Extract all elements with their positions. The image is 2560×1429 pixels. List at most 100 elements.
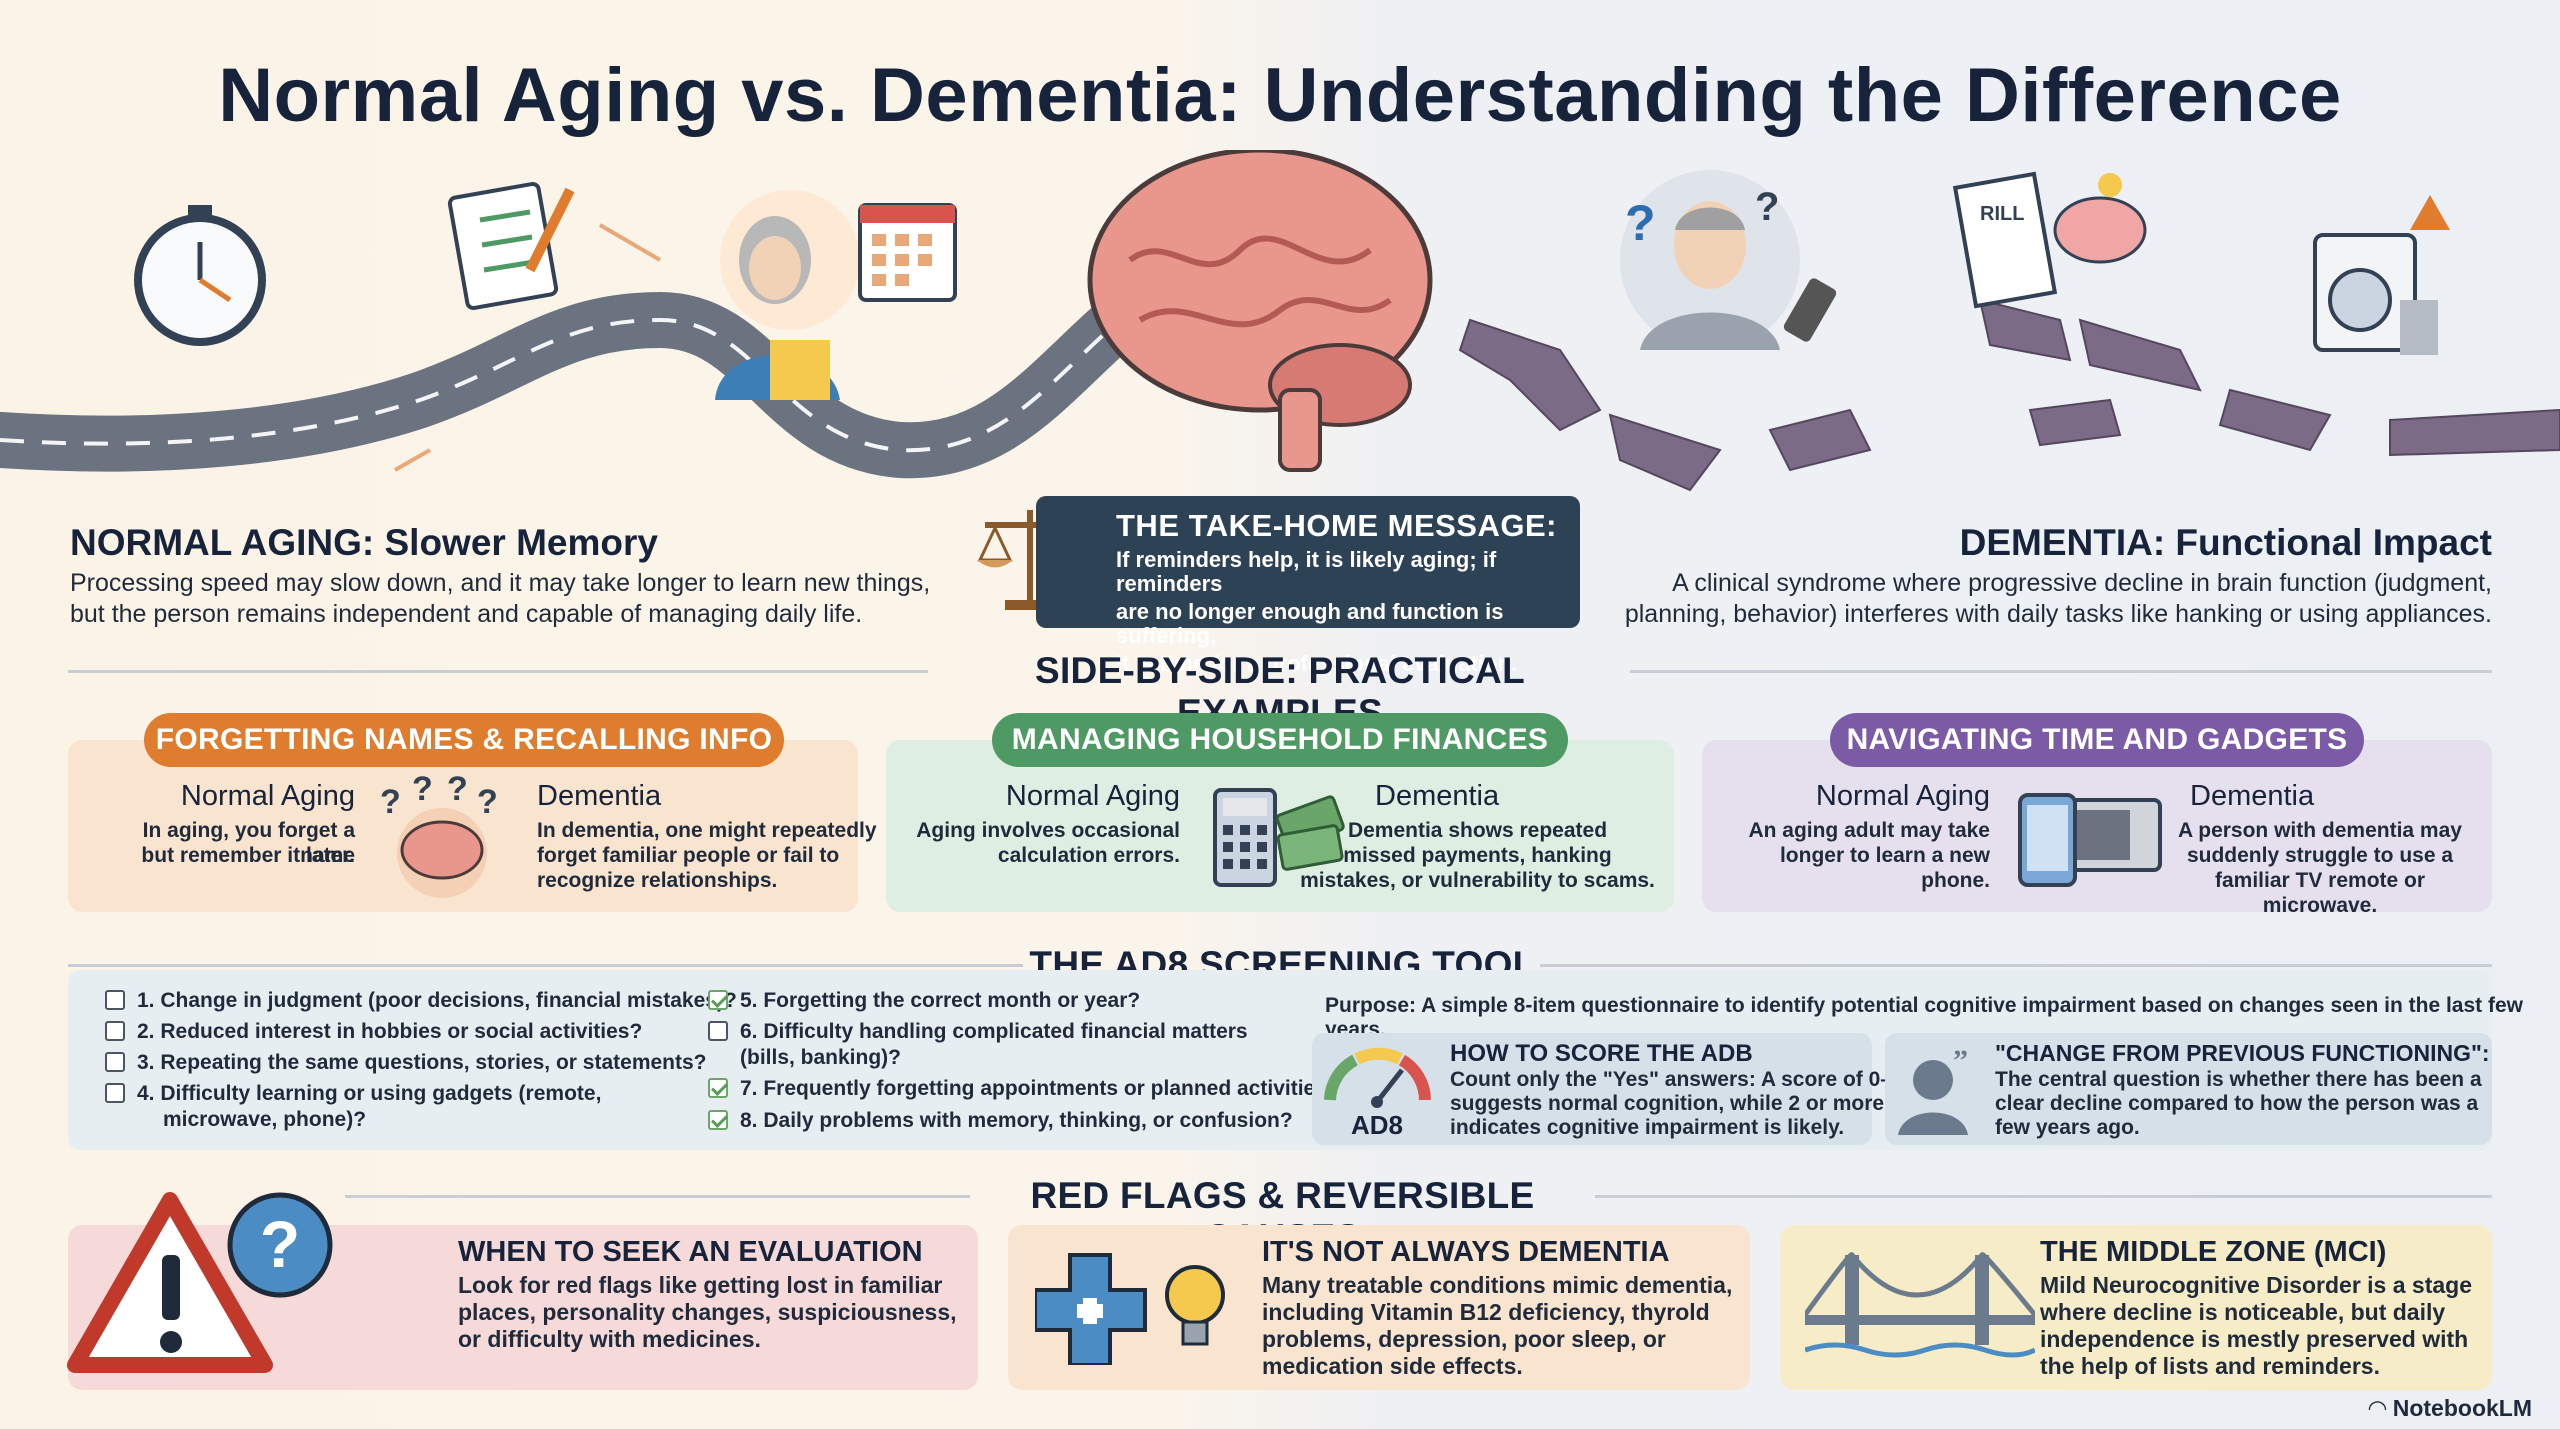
rf-heading: IT'S NOT ALWAYS DEMENTIA <box>1262 1236 1670 1268</box>
example-dementia-line: suddenly struggle to use a <box>2186 844 2454 867</box>
score-line: Count only the "Yes" answers: A score of… <box>1450 1068 1904 1091</box>
rf-line: Look for red flags like getting lost in … <box>458 1272 943 1298</box>
example-dementia-line: A person with dementia may <box>2178 819 2462 842</box>
checkbox-checked[interactable] <box>708 1078 728 1098</box>
checkbox-checked[interactable] <box>708 1110 728 1130</box>
divider <box>345 1195 970 1198</box>
ad8-item: 5. Forgetting the correct month or year? <box>708 988 1140 1014</box>
checkbox[interactable] <box>105 1083 125 1103</box>
svg-text:?: ? <box>380 783 401 821</box>
divider <box>1630 670 2492 673</box>
example-dementia-line: mistakes, or vulnerability to scams. <box>1300 869 1655 892</box>
warning-question-icon: ? <box>67 1192 333 1373</box>
rf-line: the help of lists and reminders. <box>2040 1353 2380 1379</box>
bridge-icon <box>1805 1252 2035 1358</box>
rf-line: or difficulty with medicines. <box>458 1326 761 1352</box>
ad8-item: 7. Frequently forgetting appointments or… <box>708 1076 1340 1102</box>
takehome-line-2: are no longer enough and function is suf… <box>1116 599 1504 648</box>
svg-text:?: ? <box>260 1207 300 1281</box>
normal-aging-text-1: Processing speed may slow down, and it m… <box>70 569 931 597</box>
svg-text:”: ” <box>1953 1045 1968 1077</box>
rf-heading: WHEN TO SEEK AN EVALUATION <box>458 1236 923 1268</box>
checkbox[interactable] <box>105 1021 125 1041</box>
rf-line: problems, depression, poor sleep, or <box>1262 1326 1666 1352</box>
takehome-heading: THE TAKE-HOME MESSAGE: <box>1116 508 1557 543</box>
example-normal-line: Aging involves occasional <box>916 819 1180 842</box>
dementia-text-2: planning, behavior) interferes with dail… <box>1624 600 2492 628</box>
example-normal-line: An aging adult may take <box>1748 819 1990 842</box>
divider <box>68 670 928 673</box>
rf-line: places, personality changes, suspiciousn… <box>458 1299 957 1325</box>
svg-text:?: ? <box>447 775 468 808</box>
divider <box>1540 964 2492 967</box>
dementia-label: Dementia <box>1375 780 1500 812</box>
page-title: Normal Aging vs. Dementia: Understanding… <box>218 53 2342 138</box>
example-dementia-line: familiar TV remote or microwave. <box>2214 869 2426 917</box>
rf-line: independence is mestly preserved with <box>2040 1326 2469 1352</box>
example-dementia-line: Dementia shows repeated <box>1347 819 1608 842</box>
brain-icon <box>1087 150 1433 472</box>
svg-text:?: ? <box>1625 195 1656 251</box>
example-normal-line: longer to learn a new phone. <box>1779 844 1990 892</box>
svg-text:?: ? <box>1755 185 1779 229</box>
example-normal-line: In aging, you forget a name <box>142 819 355 867</box>
checkbox-checked[interactable] <box>708 990 728 1010</box>
rf-line: Many treatable conditions mimic dementia… <box>1262 1272 1733 1298</box>
red-flag-card-mci <box>1780 1225 2492 1390</box>
takehome-line-3: it is time for a professional evaluation… <box>1116 651 1517 676</box>
notebooklm-icon: ◠ <box>2368 1395 2393 1421</box>
rf-line: Mild Neurocognitive Disorder is a stage <box>2040 1272 2472 1298</box>
medical-cross-bulb-icon <box>1035 1253 1225 1365</box>
ad8-item: 3. Repeating the same questions, stories… <box>105 1050 707 1076</box>
checkbox[interactable] <box>708 1021 728 1041</box>
takehome-line-1: If reminders help, it is likely aging; i… <box>1116 547 1497 596</box>
rf-line: medication side effects. <box>1262 1353 1523 1379</box>
score-line: indicates cognitive impairment is likely… <box>1450 1116 1845 1139</box>
ad8-change-card <box>1885 1033 2492 1145</box>
svg-text:?: ? <box>412 775 433 808</box>
ad8-item: 2. Reduced interest in hobbies or social… <box>105 1019 642 1045</box>
dementia-text-1: A clinical syndrome where progressive de… <box>1672 569 2492 597</box>
example-dementia-line: missed payments, hanking <box>1343 844 1612 867</box>
dementia-heading: DEMENTIA: Functional Impact <box>1959 522 2492 563</box>
brand-logo: ◠ NotebookLM <box>2368 1395 2532 1421</box>
example-normal-line: but remember it later. <box>141 844 355 867</box>
road-illustration: ? ? RILL <box>0 150 2560 492</box>
divider <box>1595 1195 2492 1198</box>
divider <box>68 964 1023 967</box>
rf-heading: THE MIDDLE ZONE (MCI) <box>2040 1236 2387 1268</box>
score-heading: HOW TO SCORE THE ADB <box>1450 1040 1753 1067</box>
ad8-item: 8. Daily problems with memory, thinking,… <box>708 1108 1293 1134</box>
change-heading: "CHANGE FROM PREVIOUS FUNCTIONING": <box>1995 1040 2490 1066</box>
example-normal-line: calculation errors. <box>997 844 1180 867</box>
ad8-item: 6. Difficulty handling complicated finan… <box>708 1019 1248 1071</box>
dementia-label: Dementia <box>537 780 662 812</box>
checkbox[interactable] <box>105 990 125 1010</box>
change-line: clear decline compared to how the person… <box>1995 1092 2479 1115</box>
normal-aging-label: Normal Aging <box>1815 780 1990 812</box>
red-flags-title: RED FLAGS & REVERSIBLE CAUSES <box>1030 1175 1535 1258</box>
ad8-item: 4. Difficulty learning or using gadgets … <box>105 1081 601 1133</box>
example-dementia-line: recognize relationships. <box>537 869 778 892</box>
change-line: The central question is whether there ha… <box>1995 1068 2482 1091</box>
bill-label: RILL <box>1980 203 2024 225</box>
dementia-label: Dementia <box>2190 780 2315 812</box>
brain-question-icon: ? ? ? ? <box>380 775 498 898</box>
normal-aging-heading: NORMAL AGING: Slower Memory <box>70 522 658 563</box>
score-line: suggests normal cognition, while 2 or mo… <box>1450 1092 1885 1115</box>
rf-line: including Vitamin B12 deficiency, thyrol… <box>1262 1299 1710 1325</box>
stopwatch-icon <box>134 205 266 346</box>
normal-aging-text-2: but the person remains independent and c… <box>70 600 863 628</box>
change-line: few years ago. <box>1995 1116 2140 1139</box>
ad8-item: 1. Change in judgment (poor decisions, f… <box>105 988 737 1014</box>
svg-text:?: ? <box>477 783 498 821</box>
example-card-title: NAVIGATING TIME AND GADGETS <box>1830 713 2364 767</box>
example-card-title: FORGETTING NAMES & RECALLING INFO <box>144 713 784 767</box>
calculator-money-icon <box>1213 788 1345 887</box>
normal-aging-label: Normal Aging <box>1005 780 1180 812</box>
takehome-message: THE TAKE-HOME MESSAGE: If reminders help… <box>1036 496 1580 676</box>
ad8-score-card <box>1312 1033 1872 1145</box>
example-card-title: MANAGING HOUSEHOLD FINANCES <box>992 713 1568 767</box>
ad8-badge: AD8 <box>1351 1110 1403 1140</box>
checkbox[interactable] <box>105 1052 125 1072</box>
